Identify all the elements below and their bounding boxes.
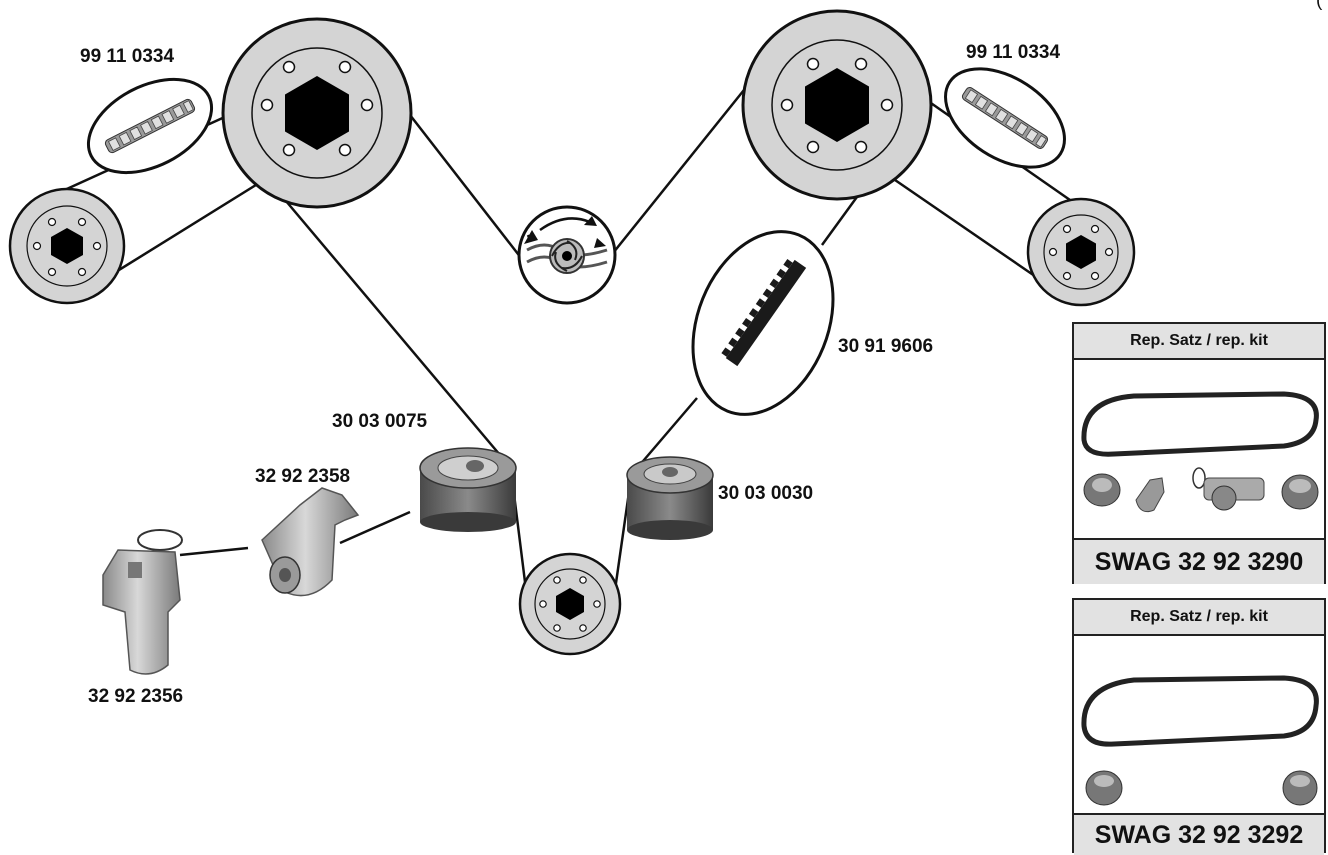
part-number-chain-right: 99 11 0334 [966, 42, 1061, 63]
idler-icon [1083, 473, 1121, 507]
camshaft-pulley-right [741, 9, 933, 201]
chain-icon [104, 98, 196, 154]
idler-pulley-right [626, 456, 714, 540]
chain-icon [961, 87, 1049, 149]
tensioner-damper [102, 529, 183, 675]
camshaft-pulley-left [221, 17, 413, 209]
crankshaft-pulley [518, 552, 622, 656]
chain-callout-right [944, 67, 1066, 169]
kit-contents [1074, 360, 1324, 538]
belt-icon [721, 258, 807, 367]
pulley-small-right [1026, 197, 1136, 307]
pulley-small-left [8, 187, 126, 305]
tensioner-arm-icon [1135, 477, 1165, 513]
tensioner-arm [261, 487, 360, 597]
idler-icon [1085, 770, 1123, 806]
kit-code: SWAG 32 92 3292 [1074, 813, 1324, 855]
idler-pulley-left [419, 447, 517, 532]
belt-icon [1081, 391, 1319, 457]
kit-header: Rep. Satz / rep. kit [1074, 324, 1324, 360]
idler-icon [1281, 474, 1319, 510]
part-number-tensioner-arm: 32 92 2358 [255, 466, 351, 487]
repair-kit-1: Rep. Satz / rep. kit SWAG 32 92 3290 [1072, 322, 1326, 584]
idler-icon [1282, 770, 1318, 806]
part-number-tensioner-damper: 32 92 2356 [88, 686, 184, 707]
part-number-idler-right: 30 03 0030 [718, 483, 814, 504]
belt-callout [691, 230, 835, 416]
corner-glyph: ( [1316, 0, 1323, 11]
repair-kit-2: Rep. Satz / rep. kit SWAG 32 92 3292 [1072, 598, 1326, 855]
chain-callout-left [86, 77, 214, 175]
part-number-chain-left: 99 11 0334 [80, 46, 175, 67]
kit-code: SWAG 32 92 3290 [1074, 538, 1324, 584]
damper-icon [1192, 467, 1265, 511]
water-pump-icon [517, 205, 617, 305]
belt-icon [1081, 675, 1319, 747]
part-number-idler-left: 30 03 0075 [332, 411, 428, 432]
kit-contents [1074, 636, 1324, 813]
part-number-belt: 30 91 9606 [838, 336, 934, 357]
kit-header: Rep. Satz / rep. kit [1074, 600, 1324, 636]
